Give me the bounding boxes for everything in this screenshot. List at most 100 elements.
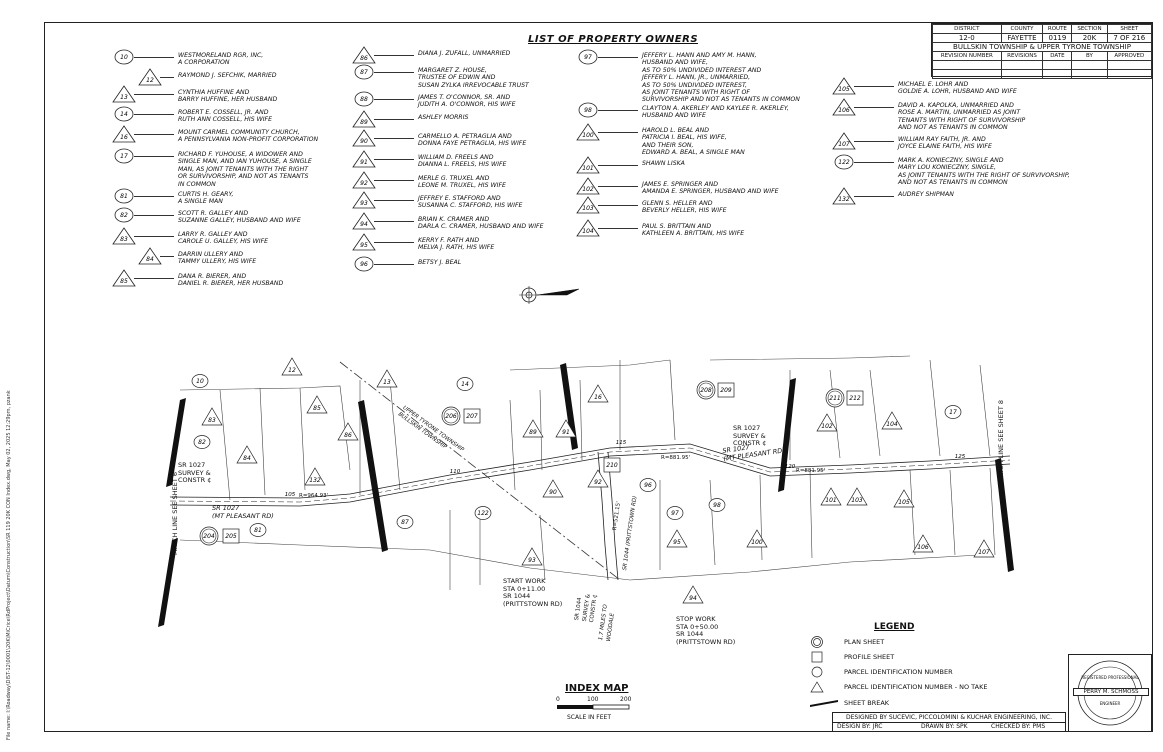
owner-name-88: JAMES T. O'CONNOR, SR. AND JUDITH A. O'C… [418, 94, 516, 109]
owner-name-82: SCOTT R. GALLEY AND SUZANNE GALLEY, HUSB… [178, 210, 301, 225]
leader-line [134, 215, 174, 216]
sr1027-left-label: SR 1027 SURVEY & CONSTR ¢ [178, 461, 212, 484]
profile-sheet-label-212: 212 [849, 395, 861, 402]
parcel-label-82: 82 [198, 439, 206, 446]
engineer-seal: REGISTERED PROFESSIONAL PERRY M. SCHMOSS… [1068, 654, 1152, 732]
parcel-circle-10 [191, 374, 209, 388]
plan-sheet-inner-208 [698, 382, 714, 398]
triangle-parcel-icon: 89 [352, 110, 376, 128]
title-block-values: 12-0 FAYETTE 0119 20K 7 OF 216 [932, 33, 1153, 43]
triangle-parcel-icon: 12 [138, 68, 162, 86]
value-route: 0119 [1042, 33, 1073, 43]
svg-text:107: 107 [838, 141, 850, 148]
scale-tick-100: 100 [587, 696, 599, 703]
profile-sheet-210 [603, 457, 621, 473]
drawing-sheet-border [44, 22, 1153, 732]
profile-sheet-label-205: 205 [225, 533, 237, 540]
square-icon [811, 651, 823, 663]
header-route: ROUTE [1042, 24, 1073, 34]
parcel-circle-97 [666, 506, 684, 520]
seal-top-text: REGISTERED PROFESSIONAL [1081, 675, 1139, 680]
triangle-parcel-icon: 83 [112, 227, 136, 245]
station-label-125: 125 [955, 454, 966, 460]
svg-text:98: 98 [584, 107, 592, 114]
leader-line [134, 156, 174, 157]
parcel-triangle-101 [820, 487, 842, 506]
triangle-parcel-icon: 86 [352, 46, 376, 64]
svg-text:103: 103 [582, 205, 594, 212]
triangle-parcel-icon: 103 [576, 196, 600, 214]
parcel-label-98: 98 [713, 502, 721, 509]
leader-line [854, 162, 894, 163]
circle-parcel-icon: 17 [114, 148, 134, 164]
leader-line [374, 55, 414, 56]
leader-line [374, 72, 414, 73]
circle-parcel-icon: 81 [114, 188, 134, 204]
sr1027-road [169, 443, 1011, 507]
parcel-label-92: 92 [594, 479, 602, 486]
owner-name-105: MICHAEL E. LOHR AND GOLDIE A. LOHR, HUSB… [898, 81, 1017, 96]
owner-name-96: BETSY J. BEAL [418, 259, 462, 266]
value-sheet: 7 OF 216 [1106, 33, 1153, 43]
sr1027-mid-label: SR 1027 (MT PLEASANT RD) [212, 504, 274, 520]
svg-text:92: 92 [360, 180, 368, 187]
parcel-triangle-103 [846, 487, 868, 506]
owner-name-106: DAVID A. KAPOLKA, UNMARRIED AND ROSE A. … [898, 102, 1026, 132]
rev-approved-header: APPROVED [1106, 51, 1153, 61]
parcel-circle-96 [639, 478, 657, 492]
owner-name-85: DANA R. BIERER, AND DANIEL R. BIERER, HE… [178, 273, 284, 288]
leader-line [598, 132, 638, 133]
svg-text:14: 14 [120, 111, 128, 118]
triangle-parcel-icon: 106 [832, 98, 856, 116]
leader-line [134, 57, 174, 58]
profile-sheet-label-210: 210 [606, 462, 618, 469]
circle-parcel-icon: 82 [114, 207, 134, 223]
owner-name-91: WILLIAM D. FREELS AND DIANNA L. FREELS, … [418, 154, 507, 169]
legend-item-sheet-break: SHEET BREAK [810, 697, 1060, 709]
svg-text:16: 16 [120, 134, 128, 141]
legend-item-plan-sheet: PLAN SHEET [810, 636, 1060, 648]
parcel-label-81: 81 [254, 527, 262, 534]
leader-line [854, 107, 894, 108]
index-map-title: INDEX MAP [565, 683, 629, 694]
profile-sheet-205 [222, 528, 240, 544]
svg-text:88: 88 [360, 96, 368, 103]
value-section: 20K [1071, 33, 1108, 43]
parcel-triangle-83 [201, 407, 223, 426]
leader-line [598, 110, 638, 111]
svg-text:83: 83 [120, 236, 128, 243]
rev-number-header: REVISION NUMBER [932, 51, 1002, 61]
svg-text:97: 97 [584, 54, 592, 61]
circle-parcel-icon: 87 [354, 64, 374, 80]
triangle-parcel-icon: 101 [576, 156, 600, 174]
svg-text:90: 90 [360, 138, 368, 145]
leader-line [374, 200, 414, 201]
triangle-parcel-icon: 13 [112, 85, 136, 103]
leader-line [598, 165, 638, 166]
leader-line [374, 159, 414, 160]
plan-sheet-label-204: 204 [203, 533, 215, 540]
triangle-parcel-icon: 92 [352, 171, 376, 189]
leader-line [854, 141, 894, 142]
owner-name-84: DARRIN ULLERY AND TAMMY ULLERY, HIS WIFE [178, 251, 257, 266]
page-title: LIST OF PROPERTY OWNERS [528, 34, 699, 45]
header-sheet: SHEET [1106, 24, 1153, 34]
parcel-triangle-132 [304, 467, 326, 486]
leader-line [134, 278, 174, 279]
parcel-circle-14 [456, 377, 474, 391]
svg-text:100: 100 [582, 132, 594, 139]
sheet-break-icon [810, 700, 838, 707]
leader-line [134, 114, 174, 115]
parcel-label-93: 93 [528, 557, 536, 564]
parcel-label-95: 95 [673, 539, 681, 546]
parcel-label-96: 96 [644, 482, 652, 489]
leader-line [160, 256, 174, 257]
leader-line [374, 138, 414, 139]
parcel-circle-98 [708, 498, 726, 512]
svg-text:132: 132 [838, 196, 850, 203]
circle-icon [811, 666, 823, 678]
credit-row: DESIGN BY: JRC DRAWN BY: SPK CHECKED BY:… [833, 722, 1065, 731]
header-county: COUNTY [1000, 24, 1044, 34]
owner-name-16: MOUNT CARMEL COMMUNITY CHURCH, A PENNSYL… [178, 129, 319, 144]
drawn-by: DRAWN BY: SPK [921, 723, 968, 730]
